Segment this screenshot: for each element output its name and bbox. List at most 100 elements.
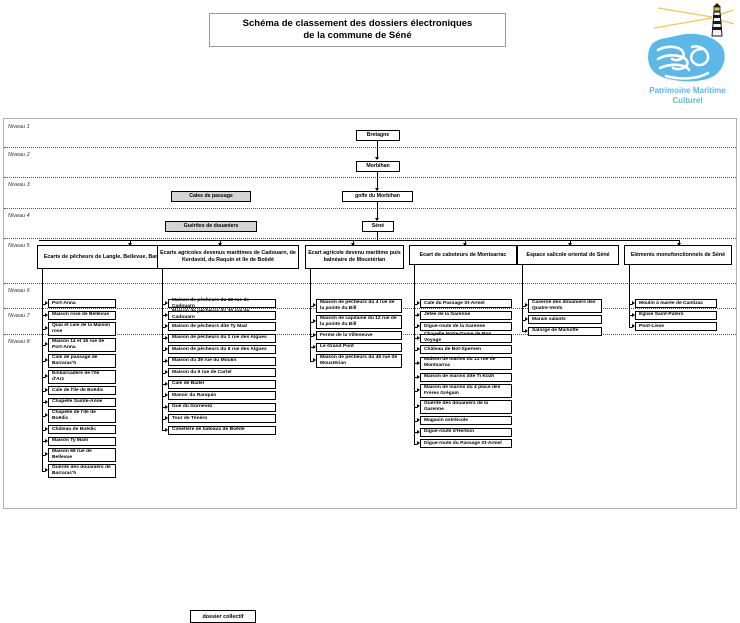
connector-drop-col6 bbox=[679, 240, 680, 245]
leaf-node-c4-i1[interactable]: Marais salants bbox=[528, 315, 602, 324]
leaf-connector-c0-i4 bbox=[42, 360, 45, 362]
leaf-node-c1-i10[interactable]: Tour de Ténéro bbox=[168, 414, 276, 423]
node-sene[interactable]: Séné bbox=[362, 221, 394, 232]
leaf-connector-c5-i1 bbox=[629, 315, 632, 316]
leaf-connector-c3-i4 bbox=[414, 349, 417, 351]
leaf-node-c0-i6[interactable]: Cale de l'île de Boëdic bbox=[48, 386, 116, 395]
level-label-4: Niveau 4 bbox=[8, 213, 30, 219]
column-header-4[interactable]: Espace salicole oriental de Séné bbox=[517, 245, 619, 265]
leaf-node-c2-i4[interactable]: Maison de pêcheurs du 45 rue de Moustéri… bbox=[316, 354, 402, 368]
node-golfe-du-morbihan[interactable]: golfe du Morbihan bbox=[342, 191, 413, 202]
leaf-node-c3-i8[interactable]: Guérite des douaniers de la Garenne bbox=[420, 400, 512, 414]
leaf-node-c1-i0[interactable]: Maison de pêcheurs du 18 rue de Cadouarn bbox=[168, 298, 276, 309]
column-header-5[interactable]: Eléments monofonctionnels de Séné bbox=[624, 245, 732, 265]
leaf-connector-c0-i7 bbox=[42, 402, 45, 403]
column-header-3[interactable]: Ecart de caboteurs de Montsarrac bbox=[409, 245, 517, 265]
connector-drop-col3 bbox=[353, 240, 354, 245]
leaf-node-c0-i0[interactable]: Port-Anna bbox=[48, 299, 116, 308]
leaf-arrow-c1-i7 bbox=[164, 381, 168, 386]
leaf-connector-c0-i8 bbox=[42, 415, 45, 417]
leaf-arrow-c3-i10 bbox=[416, 429, 420, 434]
node-cales-de-passage[interactable]: Cales de passage bbox=[171, 191, 251, 202]
leaf-node-c3-i1[interactable]: Jetée de la Garenne bbox=[420, 310, 512, 320]
leaf-node-c0-i2[interactable]: Quai et cale de la Maison rose bbox=[48, 322, 116, 336]
leaf-node-c3-i4[interactable]: Château de Bot-Spernen bbox=[420, 345, 512, 354]
leaf-node-c0-i10[interactable]: Maison Ty Mam bbox=[48, 436, 116, 446]
arrow-morbihan bbox=[374, 157, 379, 160]
leaf-node-c2-i3[interactable]: Le Grand Pont bbox=[316, 342, 402, 352]
leaf-node-c3-i2[interactable]: Digue-route de la Garenne bbox=[420, 322, 512, 331]
leaf-node-c3-i6[interactable]: Maison de marins dite Ti Kozh bbox=[420, 372, 512, 382]
leaf-node-c2-i2[interactable]: Ferme de la Villeneuve bbox=[316, 331, 402, 340]
leaf-node-c1-i4[interactable]: Maison de pêcheurs du 8 rue des Algues bbox=[168, 345, 276, 354]
arrow-col2 bbox=[217, 243, 222, 246]
leaf-arrow-c1-i4 bbox=[164, 347, 168, 351]
leaf-node-c5-i2[interactable]: Pont-Lisse bbox=[635, 322, 717, 331]
leaf-arrow-c5-i0 bbox=[631, 301, 635, 305]
leaf-node-c5-i0[interactable]: Moulin à marée de Cantizac bbox=[635, 299, 717, 308]
leaf-node-c4-i0[interactable]: Caserne des douaniers des Quatre-Vents bbox=[528, 299, 602, 313]
node-guerites-de-douaniers[interactable]: Guérites de douaniers bbox=[165, 221, 257, 232]
column-trunk-2 bbox=[310, 269, 311, 361]
leaf-node-c1-i9[interactable]: Gué du Gornevez bbox=[168, 402, 276, 412]
leaf-node-c3-i10[interactable]: Digue-route d'Herbon bbox=[420, 427, 512, 437]
leaf-node-c3-i3[interactable]: Chapelle Notre-Dame de Bon Voyage bbox=[420, 332, 512, 343]
leaf-arrow-c3-i0 bbox=[416, 301, 420, 305]
leaf-connector-c4-i1 bbox=[522, 319, 525, 321]
leaf-arrow-c0-i5 bbox=[44, 374, 48, 379]
leaf-arrow-c1-i10 bbox=[164, 416, 168, 420]
leaf-arrow-c0-i7 bbox=[44, 399, 48, 404]
column-header-2[interactable]: Ecart agricole devenu maritime puis baln… bbox=[305, 245, 404, 269]
leaf-node-c1-i3[interactable]: Maison de pêcheurs du 2 rue des Algues bbox=[168, 333, 276, 343]
leaf-node-c2-i1[interactable]: Maison de capitaine du 12 rue de la poin… bbox=[316, 315, 402, 329]
node-morbihan[interactable]: Morbihan bbox=[356, 161, 400, 172]
leaf-connector-c3-i3 bbox=[414, 338, 417, 339]
leaf-arrow-c4-i1 bbox=[524, 317, 528, 321]
leaf-connector-c1-i6 bbox=[162, 372, 165, 374]
leaf-node-c0-i7[interactable]: Chapelle Sainte-Anne bbox=[48, 397, 116, 407]
leaf-arrow-c2-i3 bbox=[312, 344, 316, 349]
leaf-arrow-c1-i6 bbox=[164, 370, 168, 374]
leaf-node-c3-i9[interactable]: Magasin ostréicole bbox=[420, 416, 512, 425]
connector-morbihan-golfe bbox=[377, 172, 378, 190]
leaf-node-c5-i1[interactable]: Eglise Saint-Patern bbox=[635, 310, 717, 320]
leaf-node-c1-i11[interactable]: Cimetière de bateaux de Boëdé bbox=[168, 425, 276, 435]
leaf-arrow-c3-i5 bbox=[416, 360, 420, 365]
leaf-arrow-c3-i1 bbox=[416, 312, 420, 317]
leaf-node-c0-i11[interactable]: Maison 69 rue de Bellevue bbox=[48, 448, 116, 462]
level-label-2: Niveau 2 bbox=[8, 152, 30, 158]
leaf-connector-c1-i8 bbox=[162, 395, 165, 397]
leaf-node-c0-i3[interactable]: Maison 14 et 16 rue de Port-Anna bbox=[48, 338, 116, 352]
leaf-node-c3-i7[interactable]: Maison de marins du 4 place des Frères G… bbox=[420, 384, 512, 398]
arrow-golfe bbox=[374, 188, 379, 191]
leaf-node-c1-i5[interactable]: Maison du 39 rue du Moulin bbox=[168, 356, 276, 366]
leaf-node-c1-i8[interactable]: Manoir du Ranquin bbox=[168, 391, 276, 400]
node-bretagne[interactable]: Bretagne bbox=[356, 130, 400, 141]
leaf-node-c1-i2[interactable]: Maison de pêcheurs dite Ty Mad bbox=[168, 322, 276, 331]
leaf-node-c0-i8[interactable]: Chapelle de l'île de Boëdic bbox=[48, 409, 116, 423]
leaf-arrow-c0-i0 bbox=[44, 301, 48, 305]
leaf-node-c0-i1[interactable]: Maison rose de Bellevue bbox=[48, 310, 116, 320]
leaf-node-c0-i9[interactable]: Château de Boëdic bbox=[48, 425, 116, 434]
column-header-1[interactable]: Ecarts agricoles devenus maritimes de Ca… bbox=[157, 245, 299, 269]
leaf-arrow-c4-i2 bbox=[524, 328, 528, 333]
leaf-arrow-c1-i5 bbox=[164, 358, 168, 363]
leaf-node-c4-i2[interactable]: Salorge de Michotte bbox=[528, 326, 602, 336]
leaf-connector-c3-i11 bbox=[414, 443, 417, 445]
leaf-node-c0-i4[interactable]: Cale de passage de Barrarac'h bbox=[48, 354, 116, 368]
leaf-node-c1-i1[interactable]: Maison de pêcheurs du 30 rue de Cadouarn bbox=[168, 309, 276, 320]
leaf-arrow-c0-i9 bbox=[44, 427, 48, 431]
connector-golfe-sene bbox=[377, 202, 378, 220]
leaf-node-c1-i6[interactable]: Maison du 9 rue de Cartel bbox=[168, 368, 276, 377]
leaf-node-c3-i5[interactable]: Maison de marins du 13 rue de Montsarrac bbox=[420, 356, 512, 370]
leaf-node-c3-i11[interactable]: Digue-route du Passage St-Armel bbox=[420, 439, 512, 448]
leaf-connector-c1-i4 bbox=[162, 349, 165, 351]
leaf-arrow-c5-i1 bbox=[631, 312, 635, 317]
leaf-node-c0-i12[interactable]: Guérite des douaniers de Barrarac'h bbox=[48, 464, 116, 478]
leaf-node-c2-i0[interactable]: Maison de pêcheurs du 4 rue de la pointe… bbox=[316, 299, 402, 313]
leaf-arrow-c0-i11 bbox=[44, 452, 48, 457]
leaf-connector-c0-i2 bbox=[42, 328, 45, 330]
leaf-node-c1-i7[interactable]: Cale de Badel bbox=[168, 379, 276, 389]
leaf-node-c0-i5[interactable]: Embarcadère de l'île d'Arz bbox=[48, 370, 116, 384]
leaf-node-c3-i0[interactable]: Cale du Passage St-Armel bbox=[420, 299, 512, 308]
